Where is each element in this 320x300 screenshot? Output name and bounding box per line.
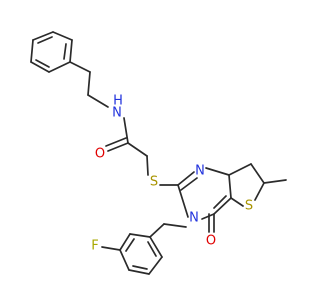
- bond: [123, 117, 129, 144]
- fluorophenyl-ring: [119, 223, 187, 275]
- bond: [149, 223, 165, 238]
- molecule-structure: N H O S N N S O F: [30, 31, 287, 275]
- bond: [125, 238, 135, 252]
- bond: [230, 197, 244, 207]
- bond: [250, 163, 265, 184]
- bond: [119, 233, 131, 251]
- bond: [177, 184, 189, 218]
- pyrimidinone-ring: [177, 167, 232, 220]
- bond: [127, 142, 148, 157]
- bond: [213, 197, 232, 215]
- bond: [35, 59, 50, 68]
- bond: [87, 94, 109, 108]
- bond: [87, 71, 91, 96]
- bond: [147, 241, 157, 257]
- phenyl-ring: [30, 31, 73, 73]
- thioether-sulfur-label: S: [150, 175, 158, 190]
- fluorine-label: F: [91, 239, 98, 254]
- amide-nitrogen-label: N: [112, 106, 122, 121]
- bond: [180, 177, 198, 191]
- bond: [101, 246, 121, 251]
- bond: [32, 31, 54, 41]
- thiophene-sulfur-label: S: [245, 199, 253, 214]
- bond: [63, 43, 67, 60]
- bond: [105, 137, 127, 147]
- bond: [30, 61, 50, 73]
- bond: [146, 155, 149, 176]
- bond: [69, 39, 73, 63]
- bond: [52, 31, 73, 41]
- bond: [228, 174, 232, 199]
- bond: [163, 223, 187, 228]
- bond: [128, 269, 150, 275]
- amide-hydrogen-label: H: [113, 94, 123, 109]
- bond: [228, 163, 252, 176]
- ring-nitrogen-lower-label: N: [189, 211, 199, 226]
- bond: [149, 236, 163, 258]
- bond: [119, 249, 130, 271]
- bond: [132, 265, 148, 270]
- bond: [148, 256, 163, 275]
- bond: [254, 182, 265, 201]
- ring-nitrogen-upper-label: N: [195, 164, 205, 179]
- dihydrothiophene-ring: [228, 163, 265, 207]
- bond: [48, 61, 71, 73]
- amide-oxygen-label: O: [95, 147, 105, 162]
- bond: [205, 167, 230, 176]
- bond: [263, 179, 287, 184]
- bond: [201, 213, 215, 220]
- bond: [37, 36, 53, 44]
- bond: [69, 61, 91, 73]
- bond: [107, 142, 129, 152]
- ring-oxygen-label: O: [206, 234, 216, 249]
- bond: [129, 233, 151, 238]
- bond: [30, 39, 34, 63]
- bond: [177, 171, 195, 186]
- bond: [213, 195, 227, 209]
